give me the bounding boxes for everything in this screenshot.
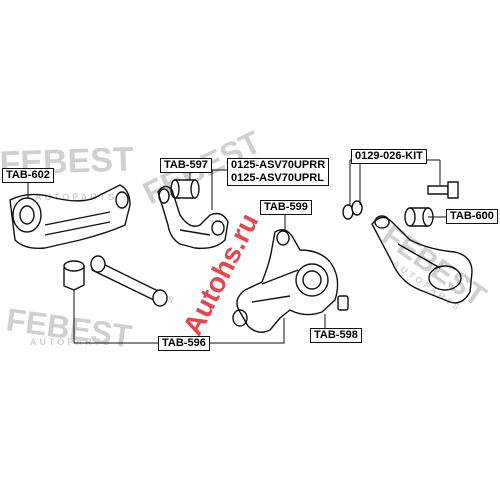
label-tab602-text: TAB-602 — [6, 169, 50, 181]
overlay-watermark-text: Autohs.ru — [177, 208, 265, 340]
label-tab599-text: TAB-599 — [264, 201, 308, 213]
label-tab596: TAB-596 — [158, 336, 210, 351]
label-asv70-rr-text: 0125-ASV70UPRR — [231, 159, 326, 171]
overlay-watermark: Autohs.ru — [177, 208, 265, 340]
label-kit-text: 0129-026-KIT — [355, 150, 423, 162]
watermark-tagline-lower: AUTOPARTS — [30, 337, 112, 347]
label-asv70: 0125-ASV70UPRR 0125-ASV70UPRL — [227, 158, 330, 186]
label-tab598: TAB-598 — [310, 328, 362, 343]
leader-tab596 — [73, 290, 285, 344]
trailing-arm-drawing — [9, 184, 131, 250]
kit-bolt-drawing — [342, 181, 459, 220]
upper-arm-drawing — [157, 185, 229, 250]
label-tab600-text: TAB-600 — [450, 210, 494, 222]
leader-asv70 — [211, 169, 227, 210]
watermark-tagline-left: AUTOPARTS — [35, 192, 117, 202]
label-tab598-text: TAB-598 — [314, 329, 358, 341]
bushing-tab600-drawing — [404, 207, 434, 227]
lateral-link-drawing — [63, 255, 168, 307]
label-tab602: TAB-602 — [2, 168, 54, 183]
knuckle-drawing — [232, 229, 349, 333]
bushing-tab597-drawing — [170, 179, 200, 199]
label-tab600: TAB-600 — [446, 209, 498, 224]
label-kit: 0129-026-KIT — [351, 149, 427, 164]
label-tab597: TAB-597 — [160, 158, 212, 173]
lower-arm-drawing — [371, 215, 473, 304]
label-tab596-text: TAB-596 — [162, 337, 206, 349]
label-tab597-text: TAB-597 — [164, 159, 208, 171]
label-tab599: TAB-599 — [260, 200, 312, 215]
label-asv70-rl-text: 0125-ASV70UPRL — [231, 172, 324, 184]
